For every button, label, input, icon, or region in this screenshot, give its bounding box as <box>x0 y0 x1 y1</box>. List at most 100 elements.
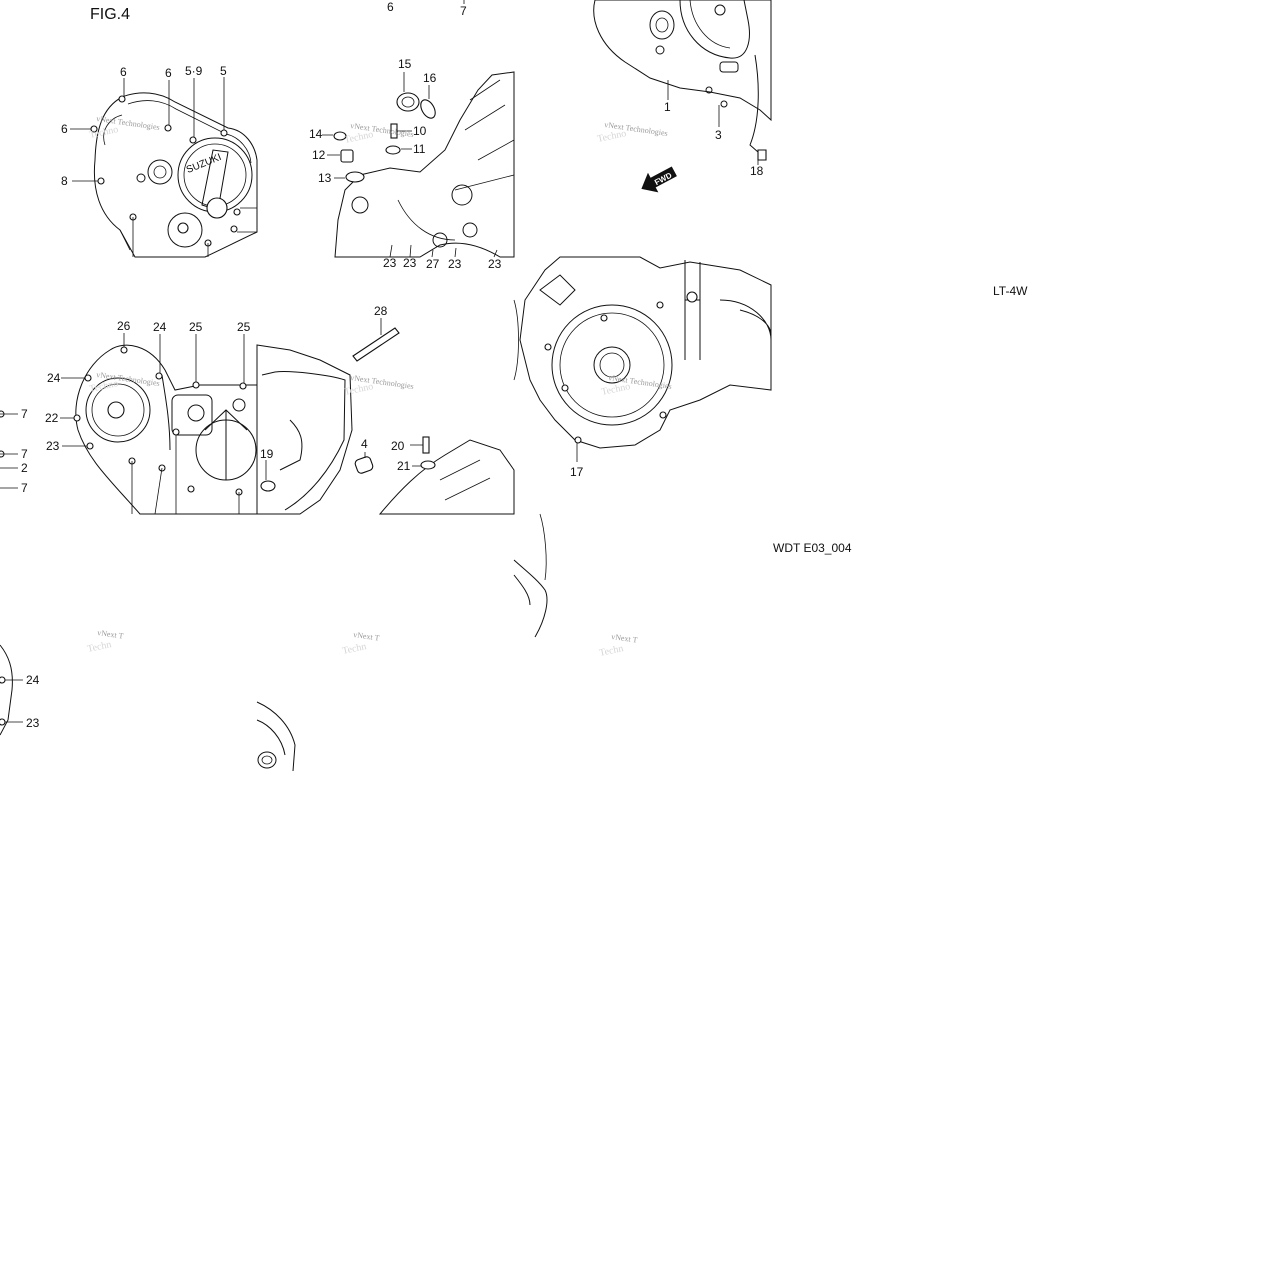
callout-15: 15 <box>398 57 412 71</box>
callout-11: 11 <box>413 142 426 156</box>
plate-28 <box>352 327 400 362</box>
flange-bore-outer <box>551 304 673 426</box>
case-lower-ribs <box>439 459 491 501</box>
bearing-inner <box>655 17 669 33</box>
callout-7c: 7 <box>21 481 28 495</box>
frame-inner <box>261 371 346 511</box>
washer-11 <box>385 145 401 155</box>
callout-24a: 24 <box>153 320 167 334</box>
seal-inner <box>401 96 415 108</box>
callout-26: 26 <box>117 319 131 333</box>
callout-16: 16 <box>423 71 437 85</box>
watermark-shadow: Techno <box>343 129 374 146</box>
bolt <box>0 676 6 684</box>
fwd-arrow-shape <box>641 166 677 193</box>
bolt <box>574 436 582 444</box>
dowel-19 <box>260 480 276 492</box>
oil-seal-15 <box>396 92 420 112</box>
callout-14: 14 <box>309 127 323 141</box>
tile-crankcase-top: 1 3 18 FWD vNext Technologies Techno <box>593 0 772 193</box>
case-ribs <box>397 79 515 241</box>
callout-23b: 23 <box>403 256 417 270</box>
leader-lines-5 <box>265 318 423 480</box>
callout-6b: 6 <box>165 66 172 80</box>
tile-clutch-cover: 26 24 25 25 24 22 23 7 7 2 7 vNext Techn… <box>0 319 258 515</box>
case-boss <box>451 184 473 206</box>
callout-1: 1 <box>664 100 671 114</box>
crankcase-outline <box>593 0 772 122</box>
cover-fragment <box>0 644 13 736</box>
callout-7-top: 7 <box>460 4 467 18</box>
circlip-16 <box>420 99 436 119</box>
pin-18 <box>757 149 767 161</box>
bolt <box>164 124 172 132</box>
watermark-text: vNext T <box>611 632 638 645</box>
bolt <box>239 382 247 390</box>
figure-label: FIG.4 <box>90 6 130 23</box>
bolt <box>220 129 228 137</box>
bolt <box>544 343 552 351</box>
flange-edge <box>513 299 519 381</box>
gear-cover-hole <box>187 404 205 422</box>
gasket-line <box>161 374 171 451</box>
watermark-shadow: Techn <box>598 643 624 659</box>
case-slot <box>719 61 739 73</box>
tile-row3: vNext T Techn vNext T Techn vNext T Tech… <box>86 513 638 659</box>
case-fragment-bore-inner <box>261 755 273 765</box>
clipped-bolt <box>0 410 5 418</box>
bolt <box>189 136 197 144</box>
bolt <box>118 95 126 103</box>
bearing-ring <box>649 10 675 40</box>
cover-detail <box>103 114 131 251</box>
flange-outline <box>519 256 772 449</box>
crankcase-frame <box>256 344 353 515</box>
bolt <box>230 225 238 233</box>
callout-19: 19 <box>260 447 274 461</box>
tile-lower-left: 24 23 <box>0 644 296 772</box>
callout-12: 12 <box>312 148 326 162</box>
leader-lines-4 <box>0 333 245 515</box>
bolt <box>73 414 81 422</box>
flange-bore-inner <box>599 352 625 378</box>
clutch-cover-outline <box>75 344 258 515</box>
callout-2: 2 <box>21 461 28 475</box>
leader-lines <box>70 77 257 257</box>
case-outline <box>334 71 515 258</box>
callout-13: 13 <box>318 171 332 185</box>
dowel-pin <box>705 86 713 94</box>
callout-24c: 24 <box>26 673 40 687</box>
cover-rim <box>127 100 252 164</box>
callout-10: 10 <box>413 124 427 138</box>
clutch-hub <box>107 401 125 419</box>
case-fragment <box>513 559 548 638</box>
callout-3: 3 <box>715 128 722 142</box>
flange-bore-mid <box>559 312 665 418</box>
dowel-4 <box>354 456 374 474</box>
case-fragment-2 <box>256 701 296 772</box>
watermark-text: vNext T <box>97 628 124 641</box>
cover-outline <box>93 92 258 258</box>
gear-cover-box <box>171 394 213 436</box>
callout-18: 18 <box>750 164 764 178</box>
callout-17: 17 <box>570 465 584 479</box>
watermark-shadow: Techno <box>343 381 374 398</box>
flange-bore <box>593 346 631 384</box>
callout-25b: 25 <box>237 320 251 334</box>
callout-20: 20 <box>391 439 405 453</box>
cover-lower-round <box>167 212 203 248</box>
callout-27: 27 <box>426 257 440 271</box>
tile-crankcase-flange: 17 vNext Technologies Techno <box>513 256 772 479</box>
case-bolt <box>655 45 665 55</box>
case-port <box>351 196 369 214</box>
drawing-code: WDT E03_004 <box>773 541 852 555</box>
washer-21 <box>420 460 436 470</box>
leader-lines-2 <box>322 72 498 258</box>
watermark-shadow: Techn <box>341 641 367 657</box>
bolt <box>86 442 94 450</box>
case-hole <box>432 232 448 248</box>
cover-boss <box>206 197 228 219</box>
bolt <box>84 374 92 382</box>
watermark-text: vNext T <box>353 630 380 643</box>
callout-21: 21 <box>397 459 411 473</box>
gasket-13 <box>345 171 365 183</box>
